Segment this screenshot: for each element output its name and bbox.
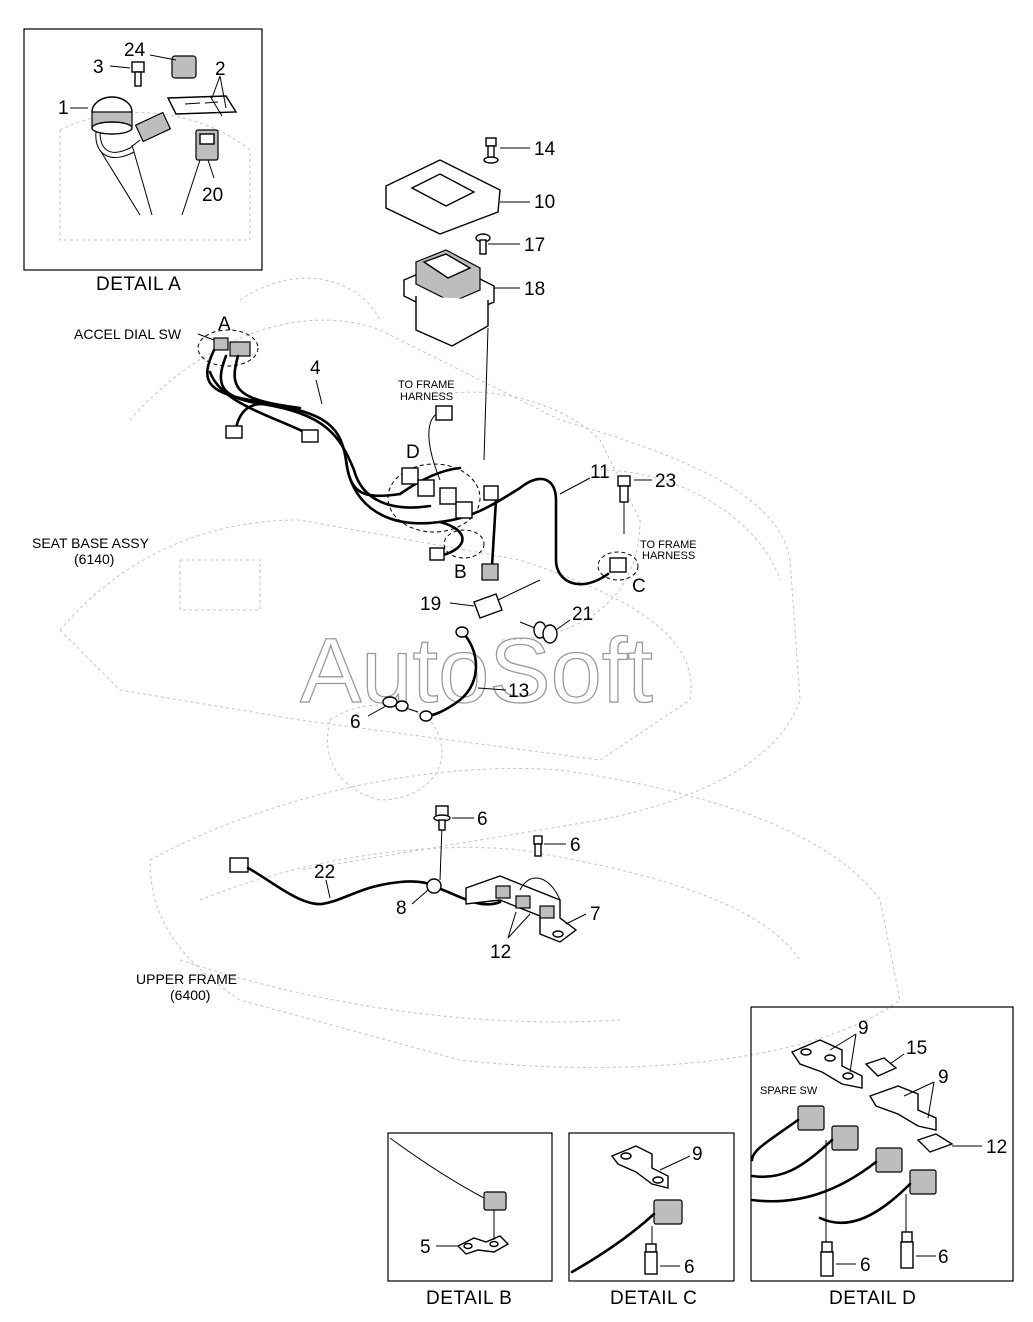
label-part-3: 3 [93,57,104,78]
detail-a: 1 3 24 2 20 [23,28,263,271]
callout-accel-dial-sw: ACCEL DIAL SW [74,326,182,342]
callout-to-frame-harness-1b: HARNESS [400,391,453,403]
bolt-6-d2 [900,1231,914,1269]
callout-spare-sw: SPARE SW [760,1085,818,1097]
label-part-6-upper: 6 [477,809,488,830]
connector-b [481,563,499,581]
frame-harness-22 [229,825,502,906]
label-part-9-d1: 9 [858,1018,869,1039]
callout-upper-frame-code: (6400) [170,987,210,1003]
label-part-19: 19 [420,594,441,615]
label-part-6-bracket: 6 [570,835,581,856]
callout-to-frame-harness-1a: TO FRAME [398,379,455,391]
label-part-6-d2: 6 [938,1247,949,1268]
bracket-7 [465,875,578,943]
bolt-6-c [644,1243,658,1275]
caption-detail-a: DETAIL A [96,274,181,295]
view-letter-d: D [406,442,420,463]
connector-left-2 [301,429,319,443]
dial-connector [95,111,172,158]
label-part-8: 8 [396,898,407,919]
bolt-6-bracket [533,835,543,857]
connector-left-1 [225,425,243,439]
label-part-17: 17 [524,235,545,256]
callout-seat-base-assy: SEAT BASE ASSY [32,535,150,551]
cover-plate-10 [385,159,501,235]
label-part-6-seat: 6 [350,712,361,733]
connector-frame-harness [435,405,453,421]
view-letter-b: B [454,562,467,583]
cap-24 [171,55,197,79]
label-part-10: 10 [534,192,555,213]
label-part-21: 21 [572,604,593,625]
bolt-14 [483,137,499,164]
label-part-14: 14 [534,139,556,160]
bolt-21 [519,621,558,644]
label-part-22: 22 [314,862,335,883]
label-part-15: 15 [906,1038,927,1059]
boot-18 [403,249,495,347]
callout-to-frame-harness-2b: HARNESS [642,550,695,562]
label-part-24: 24 [124,40,146,61]
label-part-1: 1 [58,98,69,119]
connector-c [609,557,627,573]
label-part-12-d: 12 [986,1137,1007,1158]
view-letter-a: A [218,314,231,335]
label-part-6-d1: 6 [860,1255,871,1276]
label-part-2: 2 [215,59,226,80]
plate-2 [166,95,238,115]
caption-detail-b: DETAIL B [426,1288,512,1309]
label-part-11: 11 [590,462,610,483]
detail-d [750,1006,1014,1282]
caption-detail-c: DETAIL C [610,1288,697,1309]
callout-upper-frame: UPPER FRAME [136,971,237,987]
label-part-12: 12 [490,942,511,963]
bolt-17 [475,233,491,255]
boot-drop-line [483,327,489,461]
bolt-6-upper [433,805,451,831]
detail-b [387,1132,553,1282]
label-part-13: 13 [508,681,529,702]
switch-20 [195,129,219,161]
callout-seat-base-code: (6140) [74,551,114,567]
label-part-6-c: 6 [684,1257,695,1278]
caption-detail-d: DETAIL D [829,1288,916,1309]
label-part-9-c: 9 [692,1144,703,1165]
label-part-7: 7 [590,904,601,925]
switch-19 [473,579,541,619]
label-part-20: 20 [202,185,223,206]
ground-strap-13 [419,626,478,722]
seat-harness [197,329,639,586]
bolt-6-d1 [820,1241,834,1277]
view-letter-c: C [632,576,646,597]
bolt-6-seat [382,696,419,713]
label-part-9-d2: 9 [938,1067,949,1088]
label-part-5: 5 [420,1237,431,1258]
accel-dial-knob [91,96,133,135]
plug-23 [617,475,631,534]
bolt-3 [131,61,145,87]
background-outlines [59,112,901,1068]
label-part-18: 18 [524,279,545,300]
label-part-23: 23 [655,471,676,492]
callout-to-frame-harness-2a: TO FRAME [640,539,697,551]
label-part-4: 4 [310,358,321,379]
detail-c [568,1132,735,1282]
